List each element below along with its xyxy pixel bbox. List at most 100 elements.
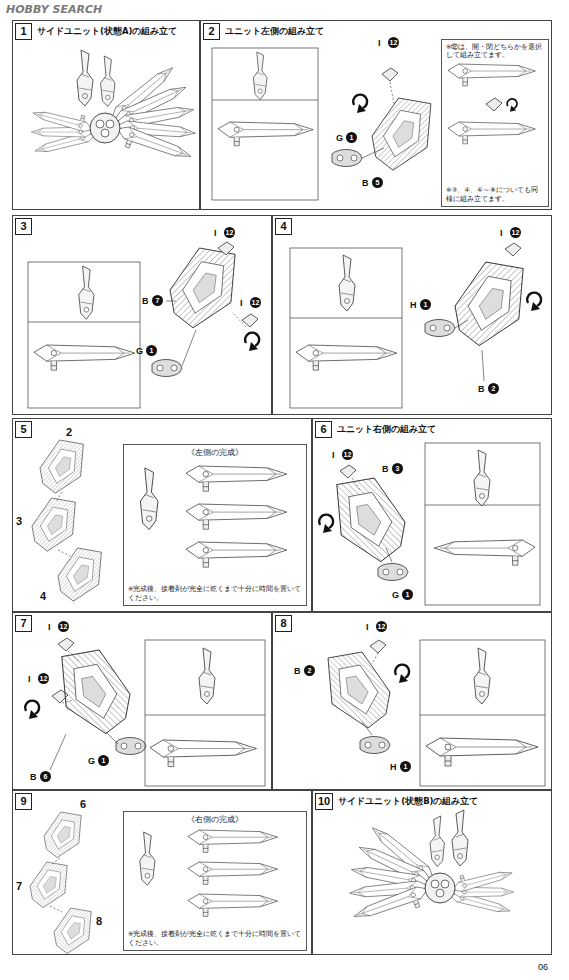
figure-stroke (372, 653, 378, 664)
step-ref: 7 (16, 880, 22, 892)
part-figure (186, 466, 287, 491)
part-figure (188, 830, 278, 852)
box-heading: 《左側の完成》 (128, 448, 302, 458)
part-figure (474, 450, 490, 506)
part-figure (54, 908, 91, 954)
figure-stroke (106, 732, 118, 744)
part-number: 12 (38, 673, 49, 684)
part-figure (434, 540, 535, 565)
part-number: 12 (510, 227, 521, 238)
figure-stroke (425, 443, 540, 605)
leader-line (50, 858, 62, 912)
step-number: 6 (315, 421, 332, 438)
runner-letter: I (366, 622, 369, 632)
step-panel: 1サイドユニット(状態A)の組み立て (12, 20, 200, 210)
leader-line (50, 651, 118, 770)
part-figure (44, 812, 81, 858)
figure-stroke (28, 262, 140, 408)
part-figure (140, 468, 158, 530)
part-figure (40, 440, 83, 493)
part-figure (474, 648, 490, 704)
runner-letter: B (142, 296, 149, 306)
figure-stroke (50, 906, 62, 912)
runner-letter: I (240, 298, 243, 308)
part-figure (32, 498, 75, 551)
step-number: 5 (15, 421, 32, 438)
runner-letter: B (382, 464, 389, 474)
part-figure (339, 255, 355, 311)
figure-stroke (420, 640, 545, 786)
part-figure (507, 99, 517, 112)
part-figure (242, 314, 258, 327)
note-box: 《右側の完成》※完成後、接着剤が完全に乾くまで十分に時間を置いてください。 (123, 811, 307, 951)
step-header: 7 (13, 613, 271, 634)
part-number: 1 (400, 761, 411, 772)
part-number: 5 (372, 177, 383, 188)
panel-8-figure (420, 640, 545, 786)
step-panel: 6 ユニット右側の組み立て (312, 418, 552, 612)
part-number: 7 (152, 295, 163, 306)
figure-stroke (62, 700, 74, 703)
step-ref: 8 (96, 915, 102, 927)
part-figure (505, 243, 521, 256)
part-figure (188, 894, 278, 916)
step-number: 2 (203, 23, 220, 40)
runner-letter: H (410, 300, 417, 310)
step-panel: 9《右側の完成》※完成後、接着剤が完全に乾くまで十分に時間を置いてください。 (12, 790, 312, 955)
figure-stroke (50, 734, 66, 770)
part-figure (186, 504, 287, 529)
box-heading: 《右側の完成》 (128, 815, 302, 825)
step-ref: 2 (66, 426, 72, 438)
figure-stroke (68, 651, 80, 662)
part-figure (448, 122, 535, 144)
runner-letter: I (500, 228, 503, 238)
runner-letter: B (294, 666, 301, 676)
part-figure (332, 150, 362, 167)
panel-2-figure (212, 48, 318, 200)
step-panel: 4 (272, 215, 552, 415)
part-figure (116, 738, 146, 755)
panel-3-figure (28, 262, 140, 408)
part-figure (188, 862, 278, 884)
panel-4-figure (290, 248, 402, 408)
part-figure (218, 122, 313, 146)
part-figure (25, 701, 39, 719)
figure-stroke (166, 301, 176, 302)
figure-stroke (232, 312, 246, 327)
part-figure (372, 98, 431, 170)
step-number: 10 (315, 793, 333, 810)
figure-stroke (362, 148, 384, 158)
figure-stroke (390, 82, 394, 104)
part-figure (319, 515, 333, 533)
part-figure (58, 638, 74, 651)
part-number: 2 (488, 383, 499, 394)
step-header: 9 (13, 791, 311, 812)
figure-stroke (362, 722, 372, 735)
step-header: 5 (13, 419, 311, 440)
note-box: 《左側の完成》※完成後、接着剤が完全に乾くまで十分に時間を置いてください。 (123, 444, 307, 606)
figure-stroke (290, 318, 402, 319)
runner-letter: B (30, 772, 37, 782)
step-title: ユニット右側の組み立て (337, 424, 436, 436)
part-figure (455, 262, 523, 346)
step-panel: 5 《左側の完成》※完成後、接着剤が完全に乾くまで十分に時間を置いてください。 (12, 418, 312, 612)
leader-line (56, 492, 70, 556)
leader-line (352, 478, 392, 562)
part-figure (245, 333, 259, 351)
part-figure (62, 650, 130, 734)
page-number: 06 (538, 962, 548, 972)
figure-stroke (56, 492, 62, 502)
part-figure (218, 242, 234, 255)
figure-stroke (58, 550, 70, 556)
note-text: ※⑫は、開・閉どちらかを選択して組み立てます。 (446, 43, 544, 60)
part-number: 12 (342, 449, 353, 460)
runner-letter: I (214, 228, 217, 238)
leader-line (166, 301, 246, 366)
step-ref: 3 (16, 515, 22, 527)
figure-stroke (145, 640, 265, 786)
part-figure (378, 564, 408, 581)
figure-stroke (212, 100, 318, 101)
step-header: 1サイドユニット(状態A)の組み立て (13, 21, 199, 42)
